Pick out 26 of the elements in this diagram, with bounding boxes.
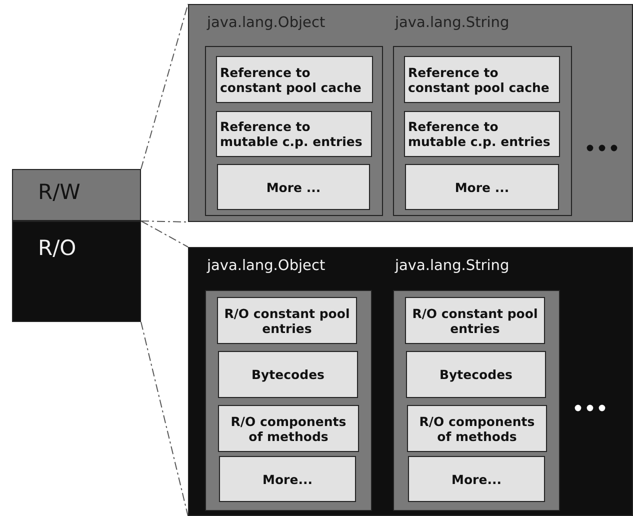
field-box: Reference to constant pool cache: [216, 56, 373, 103]
region-panel: [188, 4, 633, 222]
field-box: Bytecodes: [218, 351, 358, 398]
field-box: Reference to mutable c.p. entries: [404, 111, 560, 157]
class-name: java.lang.Object: [207, 15, 326, 31]
field-box: More ...: [217, 164, 370, 210]
read-write-region: R/W: [12, 169, 141, 221]
field-box: Reference to constant pool cache: [404, 56, 560, 103]
zoom-line: [140, 4, 188, 170]
field-box: R/O components of methods: [218, 405, 359, 452]
field-box: More ...: [405, 164, 559, 210]
read-only-region: R/O: [12, 221, 141, 322]
zoom-line: [140, 220, 188, 248]
class-name: java.lang.Object: [207, 258, 326, 274]
class-name: java.lang.String: [395, 15, 510, 31]
field-box: R/O constant pool entries: [405, 297, 545, 344]
field-box: More...: [408, 456, 545, 502]
field-box: R/O components of methods: [407, 405, 547, 452]
field-box: Bytecodes: [406, 351, 546, 398]
region-panel: [188, 247, 633, 516]
field-box: R/O constant pool entries: [217, 297, 357, 344]
field-box: More...: [219, 456, 356, 502]
class-name: java.lang.String: [395, 258, 510, 274]
zoom-line: [140, 220, 188, 222]
zoom-line: [140, 322, 188, 516]
field-box: Reference to mutable c.p. entries: [216, 111, 372, 157]
